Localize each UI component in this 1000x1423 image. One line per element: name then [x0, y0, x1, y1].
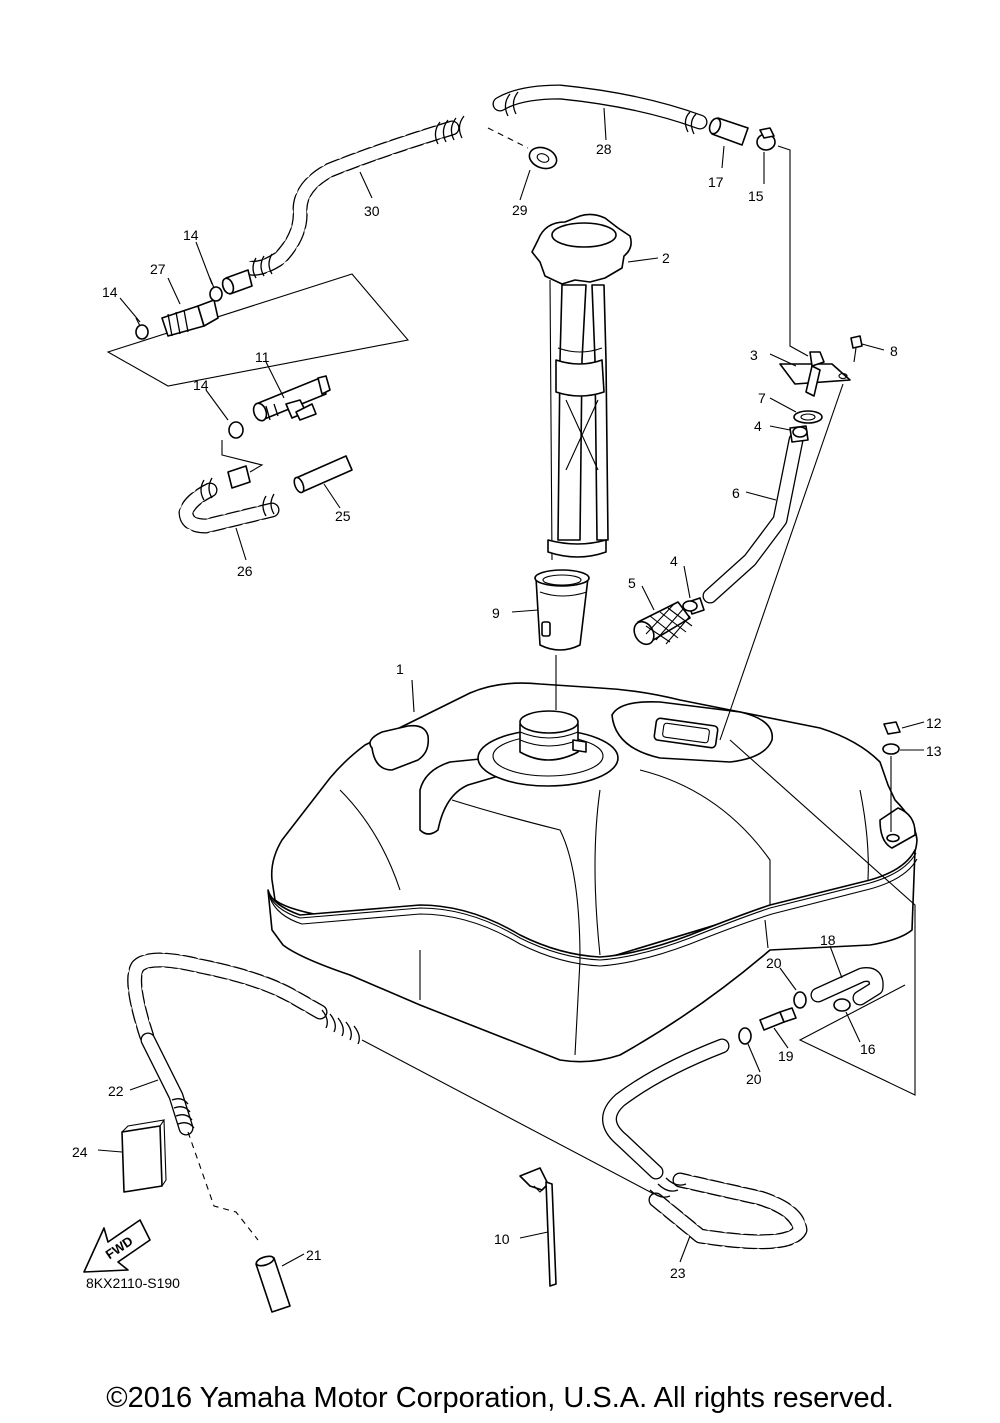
callout-13: 13 — [926, 743, 942, 759]
clamp-16 — [833, 998, 851, 1012]
joint-17 — [708, 117, 749, 146]
clip-29-dashed-line — [487, 127, 529, 149]
callout-14c: 14 — [193, 377, 209, 393]
callout-23: 23 — [670, 1265, 686, 1281]
clamp-4-upper — [792, 426, 808, 438]
clip-20-lower — [738, 1027, 752, 1045]
nut-12 — [883, 721, 901, 735]
callout-20b: 20 — [746, 1071, 762, 1087]
fuel-tank-exploded-diagram: FWD 1 — [72, 84, 942, 1313]
clip-29 — [528, 146, 558, 170]
callout-8: 8 — [890, 343, 898, 359]
clamp-4-lower — [682, 600, 698, 612]
callout-28: 28 — [596, 141, 612, 157]
filter-21 — [255, 1255, 291, 1313]
callout-4a: 4 — [754, 418, 762, 434]
callout-14a: 14 — [102, 284, 118, 300]
callout-18: 18 — [820, 932, 836, 948]
callout-22: 22 — [108, 1083, 124, 1099]
callout-labels: 1 2 3 4 4 5 6 7 8 9 10 11 12 13 14 14 14… — [72, 141, 942, 1281]
right-group-outline — [729, 739, 916, 1096]
callout-20a: 20 — [766, 955, 782, 971]
copyright-notice: ©2016 Yamaha Motor Corporation, U.S.A. A… — [106, 1382, 894, 1414]
clip-10 — [519, 1167, 557, 1287]
callout-27: 27 — [150, 261, 166, 277]
callout-10: 10 — [494, 1231, 510, 1247]
callout-1: 1 — [396, 661, 404, 677]
callout-3: 3 — [750, 347, 758, 363]
clip-14-c — [228, 421, 244, 439]
joint-19 — [759, 1007, 797, 1031]
callout-29: 29 — [512, 202, 528, 218]
callout-25: 25 — [335, 508, 351, 524]
callout-4b: 4 — [670, 553, 678, 569]
callout-17: 17 — [708, 174, 724, 190]
pump-seat-guide-line — [777, 145, 809, 357]
fuel-pump-assembly — [531, 213, 632, 561]
callout-6: 6 — [732, 485, 740, 501]
filter-21-dashed-line — [187, 1131, 259, 1241]
leader-lines — [97, 107, 925, 1267]
flange-to-tank-line — [719, 383, 844, 741]
pipe-fitting-upper — [221, 269, 253, 295]
long-axis-line — [361, 1039, 655, 1195]
breather-hose-28-30 — [242, 84, 708, 279]
callout-30: 30 — [364, 203, 380, 219]
part-9-filler-cup — [534, 569, 590, 651]
callout-9: 9 — [492, 605, 500, 621]
callout-21: 21 — [306, 1247, 322, 1263]
hose-23 — [602, 1038, 808, 1250]
callout-7: 7 — [758, 390, 766, 406]
t-joint-11 — [252, 375, 331, 422]
hose-18 — [810, 967, 884, 1006]
hose-22 — [127, 952, 360, 1136]
callout-12: 12 — [926, 715, 942, 731]
callout-2: 2 — [662, 250, 670, 266]
bolt-8 — [850, 335, 863, 363]
pipe-25 — [293, 455, 353, 494]
pad-24 — [121, 1119, 167, 1193]
fuel-hose-6 — [702, 425, 809, 604]
left-bracket-outline — [106, 273, 410, 387]
joint-27 — [161, 299, 219, 337]
diagram-code: 8KX2110-S190 — [86, 1275, 180, 1291]
callout-15: 15 — [748, 188, 764, 204]
fwd-arrow-icon: FWD — [83, 1219, 151, 1273]
hose-26 — [178, 465, 280, 534]
callout-26: 26 — [237, 563, 253, 579]
clip-20-upper — [793, 991, 807, 1009]
fuel-tank — [267, 682, 918, 1063]
seal-7 — [793, 410, 823, 424]
clip-14-b — [135, 324, 149, 340]
clip-14-a — [209, 286, 223, 302]
callout-16: 16 — [860, 1041, 876, 1057]
callout-24: 24 — [72, 1144, 88, 1160]
clamp-15 — [756, 127, 776, 151]
washer-13 — [882, 743, 900, 755]
flange-3 — [779, 351, 851, 397]
callout-14b: 14 — [183, 227, 199, 243]
callout-11: 11 — [255, 349, 270, 365]
callout-19: 19 — [778, 1048, 794, 1064]
callout-5: 5 — [628, 575, 636, 591]
